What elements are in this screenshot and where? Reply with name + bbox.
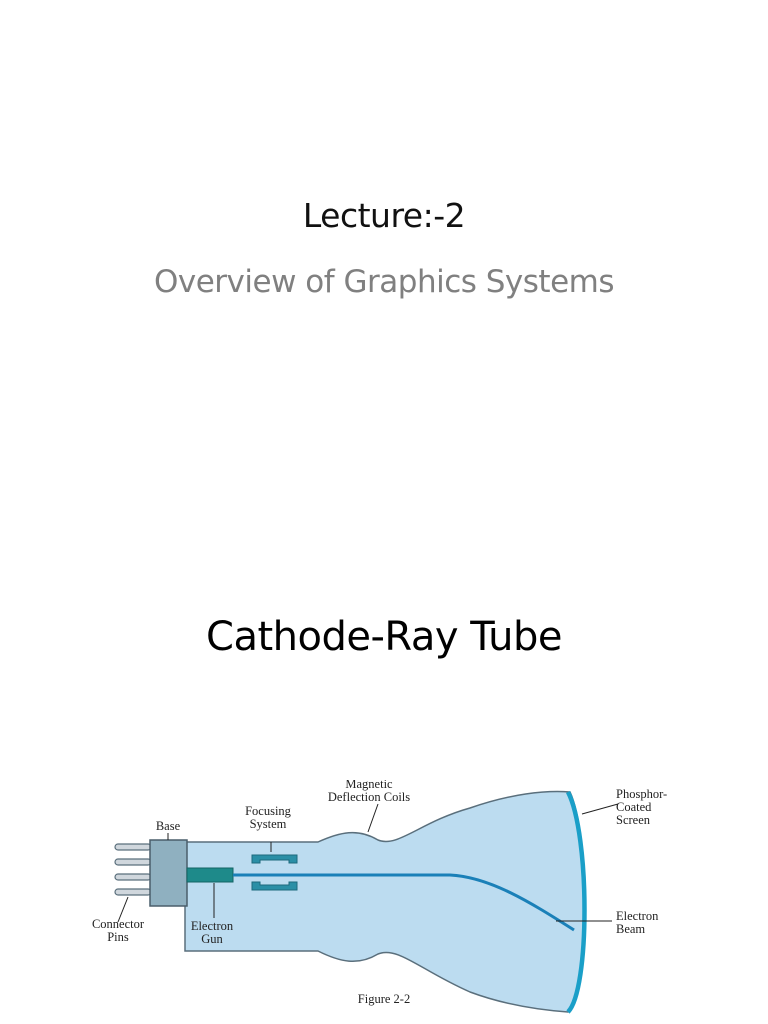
crt-slide: Cathode-Ray Tube [0, 590, 768, 1024]
crt-base [149, 839, 188, 907]
label-gun-line1: Electron [191, 919, 234, 933]
label-base: Base [156, 819, 181, 833]
label-gun-line2: Gun [201, 932, 223, 946]
label-magnetic-line2: Deflection Coils [328, 790, 410, 804]
label-connector-line1: Connector [92, 917, 145, 931]
label-beam-line2: Beam [616, 922, 645, 936]
label-focusing-line2: System [250, 817, 287, 831]
connector-pins [114, 843, 152, 896]
label-connector-line2: Pins [107, 930, 129, 944]
electron-gun [186, 867, 234, 883]
crt-slide-title: Cathode-Ray Tube [206, 614, 562, 660]
label-phosphor-line3: Screen [616, 813, 651, 827]
crt-diagram: Base Focusing System Magnetic Deflection… [92, 780, 667, 1014]
label-magnetic-line1: Magnetic [345, 780, 393, 791]
label-focusing-line1: Focusing [245, 804, 292, 818]
leader-lines [117, 803, 619, 923]
electron-beam [233, 873, 575, 932]
focusing-system [251, 854, 298, 891]
label-phosphor-line2: Coated [616, 800, 652, 814]
lecture-title-slide: Lecture:-2 Overview of Graphics Systems [153, 196, 615, 300]
label-phosphor-line1: Phosphor- [616, 787, 667, 801]
figure-caption: Figure 2-2 [358, 992, 410, 1006]
label-beam-line1: Electron [616, 909, 659, 923]
lecture-title: Lecture:-2 [302, 196, 466, 235]
phosphor-screen [565, 790, 587, 1014]
lecture-subtitle: Overview of Graphics Systems [153, 264, 615, 300]
